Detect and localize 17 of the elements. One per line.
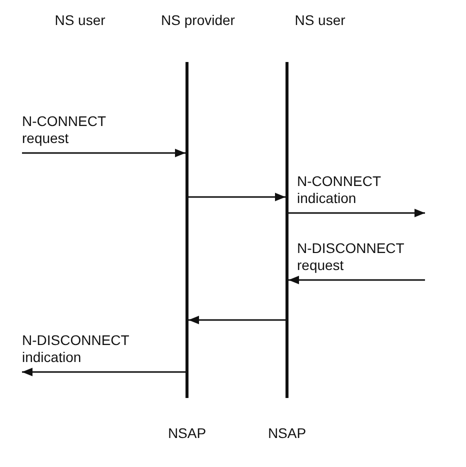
arrow xyxy=(22,148,186,158)
column-heading: NS user xyxy=(54,12,106,29)
column-heading: NS user xyxy=(294,12,346,29)
service-access-point-line xyxy=(186,62,188,398)
arrow xyxy=(288,276,425,284)
arrow xyxy=(188,316,286,324)
access-point-label: NSAP xyxy=(168,425,206,442)
arrow xyxy=(22,368,186,376)
primitive-label: N-DISCONNECT request xyxy=(297,240,406,274)
primitive-label: N-CONNECT indication xyxy=(297,173,382,207)
primitive-label: N-DISCONNECT indication xyxy=(22,332,130,366)
arrow xyxy=(188,192,286,202)
access-point-label: NSAP xyxy=(268,425,306,442)
service-access-point-line xyxy=(286,62,288,398)
arrow xyxy=(288,208,425,218)
primitive-label: N-CONNECT request xyxy=(22,113,107,147)
column-heading: NS provider xyxy=(161,12,235,29)
